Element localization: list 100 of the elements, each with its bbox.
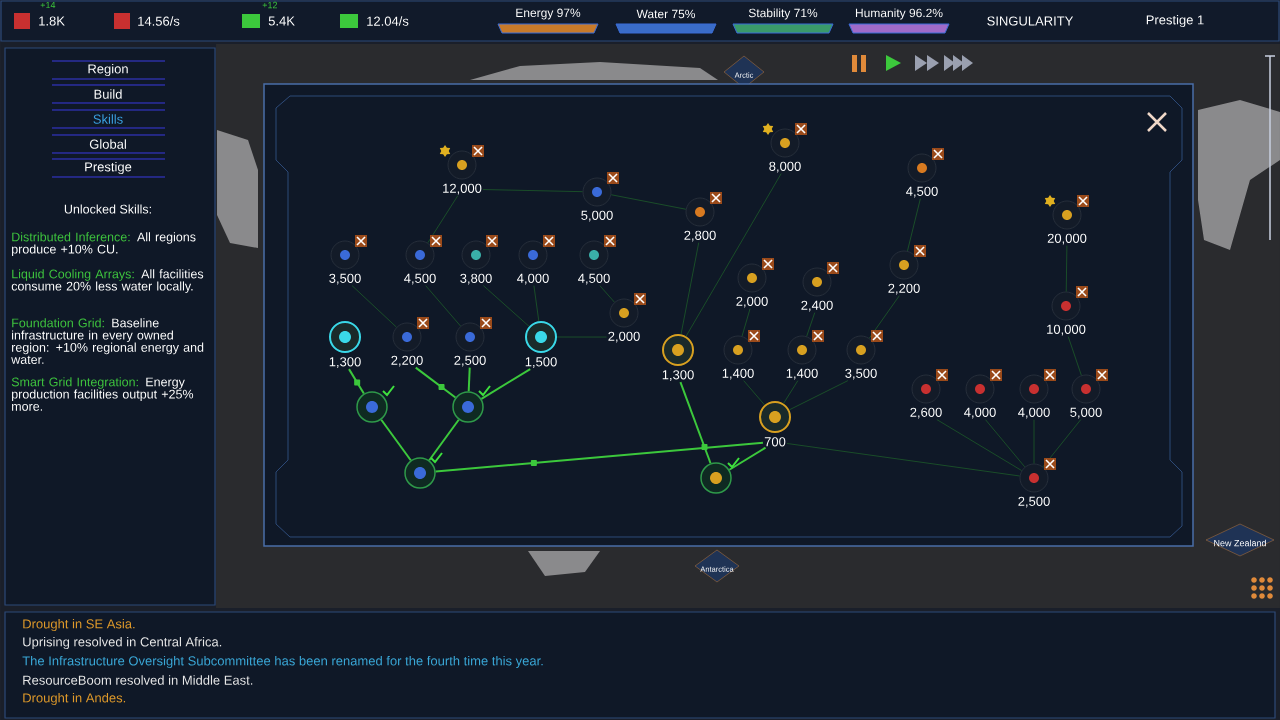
skill-node: 8,000 [769,128,801,173]
connector-line [533,285,540,322]
skill-description: Foundation Grid: Baseline infrastructure in every owned region: +10% regional energy and water. [11,318,204,364]
connector-line [482,189,583,193]
skill-node: 2,000 [608,298,640,343]
skill-node: 3,500 [329,240,361,285]
resource-label: +12 [262,1,277,9]
log-message: Drought in SE Asia. [23,618,135,632]
skill-node: 2,800 [684,197,716,242]
connector-line [467,366,471,393]
node-label: 2,000 [736,296,768,308]
node-label: 1,300 [329,357,361,368]
node-label: 2,800 [684,230,716,242]
connector-line [868,295,900,339]
resource-label: 14.56/s [138,16,180,26]
menu-button: Build [51,84,166,104]
connector-line [599,285,615,303]
node-label: 10,000 [1047,324,1086,336]
node-label: 2,400 [801,300,833,312]
resource-label: Energy 97% [516,8,581,20]
skill-node: 5,000 [581,177,613,222]
resource-label: 1.8K [39,16,65,26]
connector-line [348,368,365,395]
connector-line [728,446,767,471]
connector-line [414,366,457,399]
node-label: 2,200 [391,355,423,367]
connector-line [1042,419,1082,468]
connector-line [936,419,1022,471]
skill-description: Distributed Inference: All regions produce +10% CU. [12,232,196,257]
node-label: 3,800 [460,273,492,285]
skill-node: 2,200 [391,322,423,367]
connector-line [428,418,460,462]
resource-label: Prestige 1 [1146,14,1204,28]
skill-node: 2,500 [454,322,486,367]
resource-label: Stability 71% [748,8,818,20]
resource-label: SINGULARITY [987,16,1074,26]
node-label: 2,200 [888,283,920,295]
menu-button: Prestige [51,158,166,178]
node-label: 2,000 [608,331,640,343]
node-label: 1,500 [525,357,557,368]
resource-label: Humanity 96.2% [855,8,943,20]
node-label: 1,400 [722,368,754,380]
connector-line [380,418,412,462]
node-label: 8,000 [769,161,801,173]
skill-node: 4,500 [578,240,610,285]
node-label: 4,500 [404,273,436,285]
node-label: 2,500 [454,355,486,367]
node-label: 20,000 [1047,233,1087,245]
skill-node: 5,000 [1070,374,1102,419]
resource-label: 12.04/s [367,16,409,26]
connector-line [806,312,816,337]
connector-line [985,419,1026,468]
node-label: 12,000 [443,183,482,195]
connector-line [1065,245,1068,292]
skill-node: 1,400 [786,335,818,380]
node-label: 4,500 [906,186,938,198]
connector-line [680,242,700,335]
log-message: Drought in Andes. [23,692,126,706]
node-label: 3,500 [845,368,877,380]
node-label: 1,400 [786,368,818,380]
panel-heading: Unlocked Skills: [64,204,151,214]
resource-label: 5.4K [268,16,295,26]
skill-node: 10,000 [1047,291,1086,336]
resource-label: +14 [40,1,56,9]
log-message: The Infrastructure Oversight Subcommittee has been renamed for the fourth time this year. [22,655,543,669]
skill-description: Liquid Cooling Arrays: All facilities consume 20% less water locally. [11,269,204,294]
connector-line [351,285,397,328]
connector-line [685,173,782,337]
connector-line [741,308,751,337]
connector-line [786,443,1021,477]
skill-node: 4,000 [964,374,996,419]
node-label: 4,000 [517,273,549,285]
skill-node: 4,500 [906,153,938,198]
skill-node: 4,000 [517,240,549,285]
node-label: 4,000 [1018,407,1050,419]
skill-description: Smart Grid Integration: Energy production facilities output +25% more. [11,377,194,411]
skill-node: 2,200 [888,250,920,295]
node-label: 1,300 [662,370,694,381]
connector-line [1067,336,1082,376]
log-message: Uprising resolved in Central Africa. [23,636,222,650]
skill-node: 2,500 [1018,463,1050,508]
menu-button: Region [51,60,166,80]
skill-node: 4,000 [1018,374,1050,419]
skill-node: 4,500 [404,240,436,285]
connector-line [788,380,849,411]
connector-line [907,198,921,252]
node-label: 3,500 [329,273,361,285]
node-label: 4,000 [964,407,996,419]
menu-button: Skills [51,109,166,129]
connector-line [483,285,530,327]
skill-node: 3,800 [460,240,492,285]
skill-node: 12,000 [443,150,482,195]
resource-label: Water 75% [636,9,695,19]
skill-node: 2,000 [736,263,768,308]
node-label: 5,000 [1070,407,1102,419]
skill-node: 3,500 [845,335,877,380]
connector-line [480,368,532,400]
connector-line [679,381,712,465]
connector-line [427,195,459,244]
node-label: 4,500 [578,273,610,285]
